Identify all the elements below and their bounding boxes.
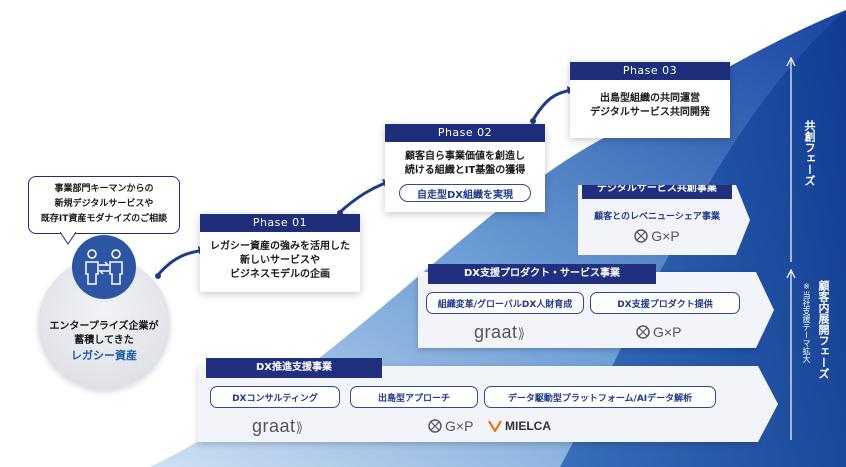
dejima-approach-pill: 出島型アプローチ [350, 386, 478, 408]
gxp-logo: G×P [428, 418, 473, 434]
phase-02-line-1: 顧客自ら事業価値を創造し [405, 151, 525, 162]
graat-mark-icon: ⟫ [295, 419, 304, 435]
phase-02-card: Phase 02 顧客自ら事業価値を創造し 続ける組織とIT基盤の獲得 自走型D… [385, 124, 545, 212]
gxp-logo: G×P [578, 228, 736, 244]
digital-service-arrow [736, 185, 750, 255]
consultation-bubble: 事業部門キーマンからの 新規デジタルサービスや 既存IT資産モダナイズのご相談 [28, 176, 180, 234]
graat-mark-icon: ⟫ [517, 325, 526, 341]
phase-03-header: Phase 03 [570, 62, 730, 80]
enterprise-line-2: 蓄積してきた [74, 335, 134, 346]
bubble-line-2: 新規デジタルサービスや [54, 199, 154, 209]
phase-01-line-2: 新しいサービスや [240, 255, 320, 266]
dx-support-box: DX推進支援事業 DXコンサルティング 出島型アプローチ データ駆動型プラットフ… [198, 358, 758, 442]
dx-product-box: DX支援プロダクト・サービス事業 組織変革/グローバルDX人財育成 DX支援プロ… [418, 264, 756, 348]
graat-logo: graat⟫ [252, 416, 304, 436]
phase-01-header: Phase 01 [200, 214, 360, 232]
phase-01-line-1: レガシー資産の強みを活用した [210, 241, 350, 252]
bubble-line-3: 既存IT資産モダナイズのご相談 [40, 214, 168, 224]
phase-01-card: Phase 01 レガシー資産の強みを活用した 新しいサービスや ビジネスモデル… [200, 214, 360, 292]
enterprise-circle: エンタープライズ企業が 蓄積してきた レガシー資産 [38, 258, 170, 390]
enterprise-highlight: レガシー資産 [71, 349, 137, 362]
gxp-logo: G×P [636, 324, 681, 340]
phase-01-line-3: ビジネスモデルの企画 [230, 269, 330, 280]
mielca-mark-icon [488, 420, 502, 432]
digital-service-box: デジタルサービス共創事業 顧客とのレベニューシェア事業 G×P [578, 185, 736, 255]
dx-support-title: DX推進支援事業 [206, 358, 382, 378]
self-driven-dx-badge: 自走型DX組織を実現 [399, 184, 531, 202]
gxp-mark-icon [636, 325, 650, 339]
cocreation-phase-label: 共創フェーズ [803, 120, 816, 186]
phase-03-line-2: デジタルサービス共同開発 [590, 107, 710, 118]
data-platform-pill: データ駆動型プラットフォーム/AIデータ解析 [484, 386, 716, 408]
dx-product-arrow [756, 272, 774, 348]
gxp-mark-icon [634, 229, 649, 243]
phase-03-line-1: 出島型組織の共同運営 [600, 93, 700, 104]
enterprise-line-1: エンタープライズ企業が [49, 321, 159, 332]
dx-product-title: DX支援プロダクト・サービス事業 [428, 264, 656, 284]
support-expansion-note: ※当社支援テーマ拡大 [802, 282, 811, 363]
dx-product-pill: DX支援プロダクト提供 [590, 292, 740, 314]
gxp-mark-icon [428, 419, 442, 433]
graat-logo: graat⟫ [474, 322, 526, 342]
phase-02-line-2: 続ける組織とIT基盤の獲得 [404, 165, 526, 176]
phase-02-header: Phase 02 [385, 124, 545, 142]
mielca-logo: MIELCA [488, 419, 551, 433]
internal-phase-label: 顧客内展開フェーズ [817, 280, 830, 379]
org-transform-pill: 組織変革/グローバルDX人財育成 [426, 292, 584, 314]
people-exchange-icon [72, 235, 136, 299]
bubble-tail [60, 232, 77, 245]
revenue-share-item: 顧客とのレベニューシェア事業 [594, 212, 720, 222]
digital-service-title: デジタルサービス共創事業 [582, 185, 732, 199]
dx-consulting-pill: DXコンサルティング [210, 386, 340, 408]
bubble-line-1: 事業部門キーマンからの [54, 184, 154, 194]
dx-support-arrow [758, 366, 778, 442]
phase-03-card: Phase 03 出島型組織の共同運営 デジタルサービス共同開発 [570, 62, 730, 138]
